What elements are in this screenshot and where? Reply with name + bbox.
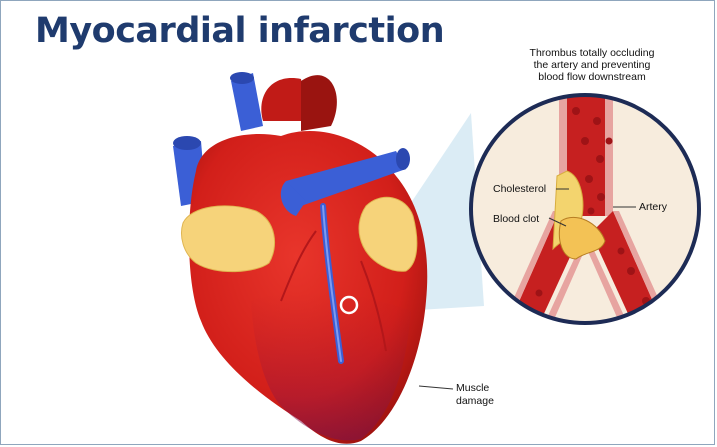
cholesterol-label: Cholesterol [493, 183, 546, 195]
muscle-damage-line: damage [456, 395, 494, 408]
muscle-damage-leader [419, 386, 453, 389]
thrombus-callout: Thrombus totally occluding the artery an… [497, 47, 687, 83]
page-title: Myocardial infarction [35, 11, 444, 51]
muscle-damage-area [251, 292, 411, 440]
fat-deposit-left [182, 206, 275, 272]
callout-line: the artery and preventing [497, 59, 687, 71]
callout-line: blood flow downstream [497, 71, 687, 83]
muscle-damage-line: Muscle [456, 382, 494, 395]
blood-clot-label: Blood clot [493, 213, 539, 225]
artery-label: Artery [639, 201, 667, 213]
callout-line: Thrombus totally occluding [497, 47, 687, 59]
muscle-damage-label: Muscle damage [456, 382, 494, 408]
